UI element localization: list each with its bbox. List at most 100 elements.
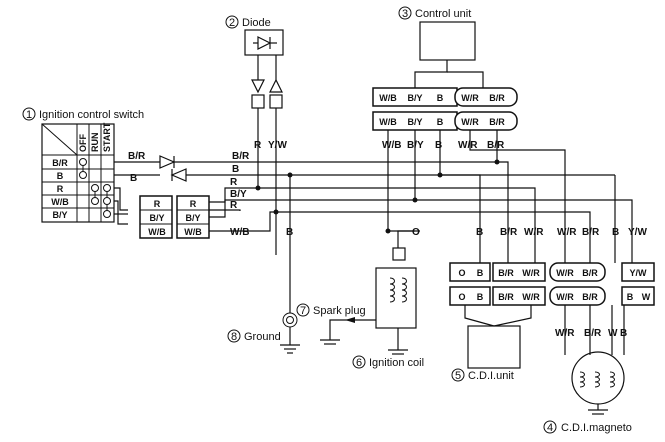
- svg-text:7: 7: [300, 305, 306, 317]
- wire-label-b-mid: B: [232, 164, 239, 175]
- control-unit-connector-right-bottom: W/R B/R: [454, 111, 518, 131]
- wire-label-b-ground: B: [286, 227, 293, 238]
- svg-text:W/R: W/R: [522, 292, 540, 302]
- cdi-connector-b-top: B/R W/R: [492, 262, 546, 282]
- svg-text:W/R: W/R: [556, 292, 574, 302]
- label-spark-plug: 7 Spark plug: [296, 303, 366, 317]
- svg-text:Control unit: Control unit: [415, 8, 471, 20]
- svg-text:Ignition coil: Ignition coil: [369, 357, 424, 369]
- wire-label-br-switch: B/R: [128, 151, 146, 162]
- svg-text:O: O: [458, 268, 465, 278]
- wire-label-r-mid2: R: [230, 200, 238, 211]
- cdi-connector-a-bottom: O B: [449, 286, 491, 306]
- wire-label-b-cu: B: [435, 140, 442, 151]
- control-unit-connector-left-bottom: W/B B/Y B: [372, 111, 458, 131]
- svg-text:W/R: W/R: [461, 93, 479, 103]
- svg-text:C.D.I.unit: C.D.I.unit: [468, 370, 514, 382]
- svg-text:W/R: W/R: [556, 268, 574, 278]
- svg-text:B: B: [477, 268, 484, 278]
- svg-text:B: B: [477, 292, 484, 302]
- label-cdi-unit: 5 C.D.I.unit: [451, 368, 514, 382]
- svg-text:B: B: [627, 292, 634, 302]
- svg-text:5: 5: [455, 370, 461, 382]
- diode-unit: [244, 29, 284, 109]
- ground-symbol: [280, 300, 300, 354]
- control-unit: [414, 21, 484, 88]
- svg-text:B/Y: B/Y: [407, 117, 422, 127]
- wire-label-wr-cdi2: W/R: [557, 227, 577, 238]
- svg-text:W/R: W/R: [522, 268, 540, 278]
- wire-label-b-cdi2: B: [612, 227, 619, 238]
- wire-label-o-coil: O: [412, 227, 420, 238]
- svg-text:B/R: B/R: [498, 268, 514, 278]
- svg-text:B/R: B/R: [582, 268, 598, 278]
- switch-row-r: R: [57, 184, 64, 194]
- cdi-magneto: [564, 305, 625, 415]
- switch-connector-b: R B/Y W/B: [176, 195, 210, 239]
- wire-label-wr-cu: W/R: [458, 140, 478, 151]
- wire-label-w-magneto: W: [608, 328, 618, 339]
- cdi-connector-a-top: O B: [449, 262, 491, 282]
- svg-text:B/R: B/R: [582, 292, 598, 302]
- svg-text:B/Y: B/Y: [149, 213, 164, 223]
- svg-text:Diode: Diode: [242, 17, 271, 29]
- svg-text:W/B: W/B: [379, 117, 397, 127]
- svg-text:8: 8: [231, 331, 237, 343]
- wire-label-wb-mid: W/B: [230, 227, 249, 238]
- svg-text:B/R: B/R: [489, 117, 505, 127]
- label-diode: 2 Diode: [225, 15, 271, 29]
- switch-col-start: START: [102, 122, 112, 152]
- svg-text:C.D.I.magneto: C.D.I.magneto: [561, 422, 632, 434]
- switch-col-run: RUN: [90, 133, 100, 153]
- svg-text:B/Y: B/Y: [185, 213, 200, 223]
- wire-label-wb-cu: W/B: [382, 140, 401, 151]
- cdi-connector-b-bottom: B/R W/R: [492, 286, 546, 306]
- svg-text:R: R: [190, 199, 197, 209]
- control-unit-connector-right-top: W/R B/R: [454, 87, 518, 107]
- wire-label-yw-cdi: Y/W: [628, 227, 647, 238]
- svg-text:W/R: W/R: [461, 117, 479, 127]
- svg-text:Ground: Ground: [244, 331, 281, 343]
- svg-text:B: B: [437, 117, 444, 127]
- switch-row-b: B: [57, 171, 64, 181]
- svg-text:Spark plug: Spark plug: [313, 305, 366, 317]
- wire-label-yw-diode: Y/W: [268, 140, 287, 151]
- cdi-connector-d-top: Y/W: [621, 262, 655, 282]
- diode-symbol-br: [159, 155, 176, 169]
- wire-label-br-mid: B/R: [232, 151, 250, 162]
- svg-text:2: 2: [229, 17, 235, 29]
- label-ground: 8 Ground: [227, 329, 281, 343]
- wire-label-br-cu: B/R: [487, 140, 505, 151]
- svg-text:Ignition control switch: Ignition control switch: [39, 109, 144, 121]
- switch-col-off: OFF: [78, 134, 88, 152]
- label-control-unit: 3 Control unit: [398, 6, 471, 20]
- svg-text:3: 3: [402, 8, 408, 20]
- wire-label-r-mid: R: [230, 177, 238, 188]
- svg-text:B/R: B/R: [498, 292, 514, 302]
- svg-text:W: W: [642, 292, 651, 302]
- ignition-coil: [320, 230, 420, 355]
- wire-label-br-cdi1: B/R: [500, 227, 518, 238]
- label-cdi-magneto: 4 C.D.I.magneto: [543, 420, 632, 434]
- svg-text:O: O: [458, 292, 465, 302]
- wire-label-br-magneto: B/R: [584, 328, 602, 339]
- svg-text:B: B: [437, 93, 444, 103]
- label-ignition-control-switch: 1 Ignition control switch: [22, 107, 144, 121]
- wire-label-b-switch: B: [130, 173, 137, 184]
- switch-row-wb: W/B: [51, 197, 69, 207]
- svg-text:6: 6: [356, 357, 362, 369]
- cdi-connector-c-bottom: W/R B/R: [549, 286, 606, 306]
- diode-symbol-b: [170, 168, 187, 182]
- svg-text:W/B: W/B: [148, 227, 166, 237]
- wire-label-wr-cdi1: W/R: [524, 227, 544, 238]
- svg-text:4: 4: [547, 422, 553, 434]
- switch-connector-a: R B/Y W/B: [139, 195, 173, 239]
- cdi-connector-d-bottom: B W: [621, 286, 655, 306]
- switch-row-br: B/R: [52, 158, 68, 168]
- switch-row-by: B/Y: [52, 210, 67, 220]
- wire-label-b-cdi1: B: [476, 227, 483, 238]
- svg-text:B/Y: B/Y: [407, 93, 422, 103]
- svg-text:Y/W: Y/W: [630, 268, 648, 278]
